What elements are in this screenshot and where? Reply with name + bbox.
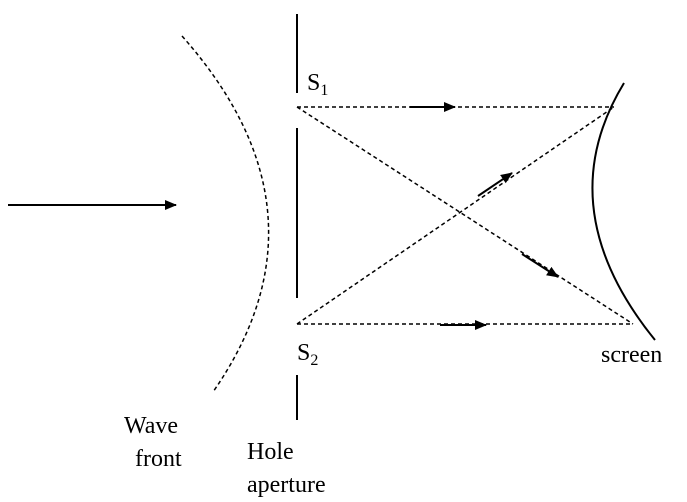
screen-label: screen: [601, 342, 662, 368]
ray-arrow-up: [477, 172, 513, 197]
aperture-label-line2: aperture: [247, 472, 326, 498]
ray-s2-to-screen: [296, 106, 615, 325]
wavefront-label-line1: Wave: [124, 413, 178, 439]
ray-arrow-down: [521, 253, 559, 278]
s2-label: S2: [297, 340, 318, 369]
ray-s1-to-screen: [296, 106, 634, 325]
s1-label: S1: [307, 70, 328, 99]
screen-curve: [591, 82, 656, 341]
wavefront-arc: [181, 35, 270, 393]
wavefront-label-line2: front: [135, 446, 182, 472]
aperture-label-line1: Hole: [247, 439, 294, 465]
